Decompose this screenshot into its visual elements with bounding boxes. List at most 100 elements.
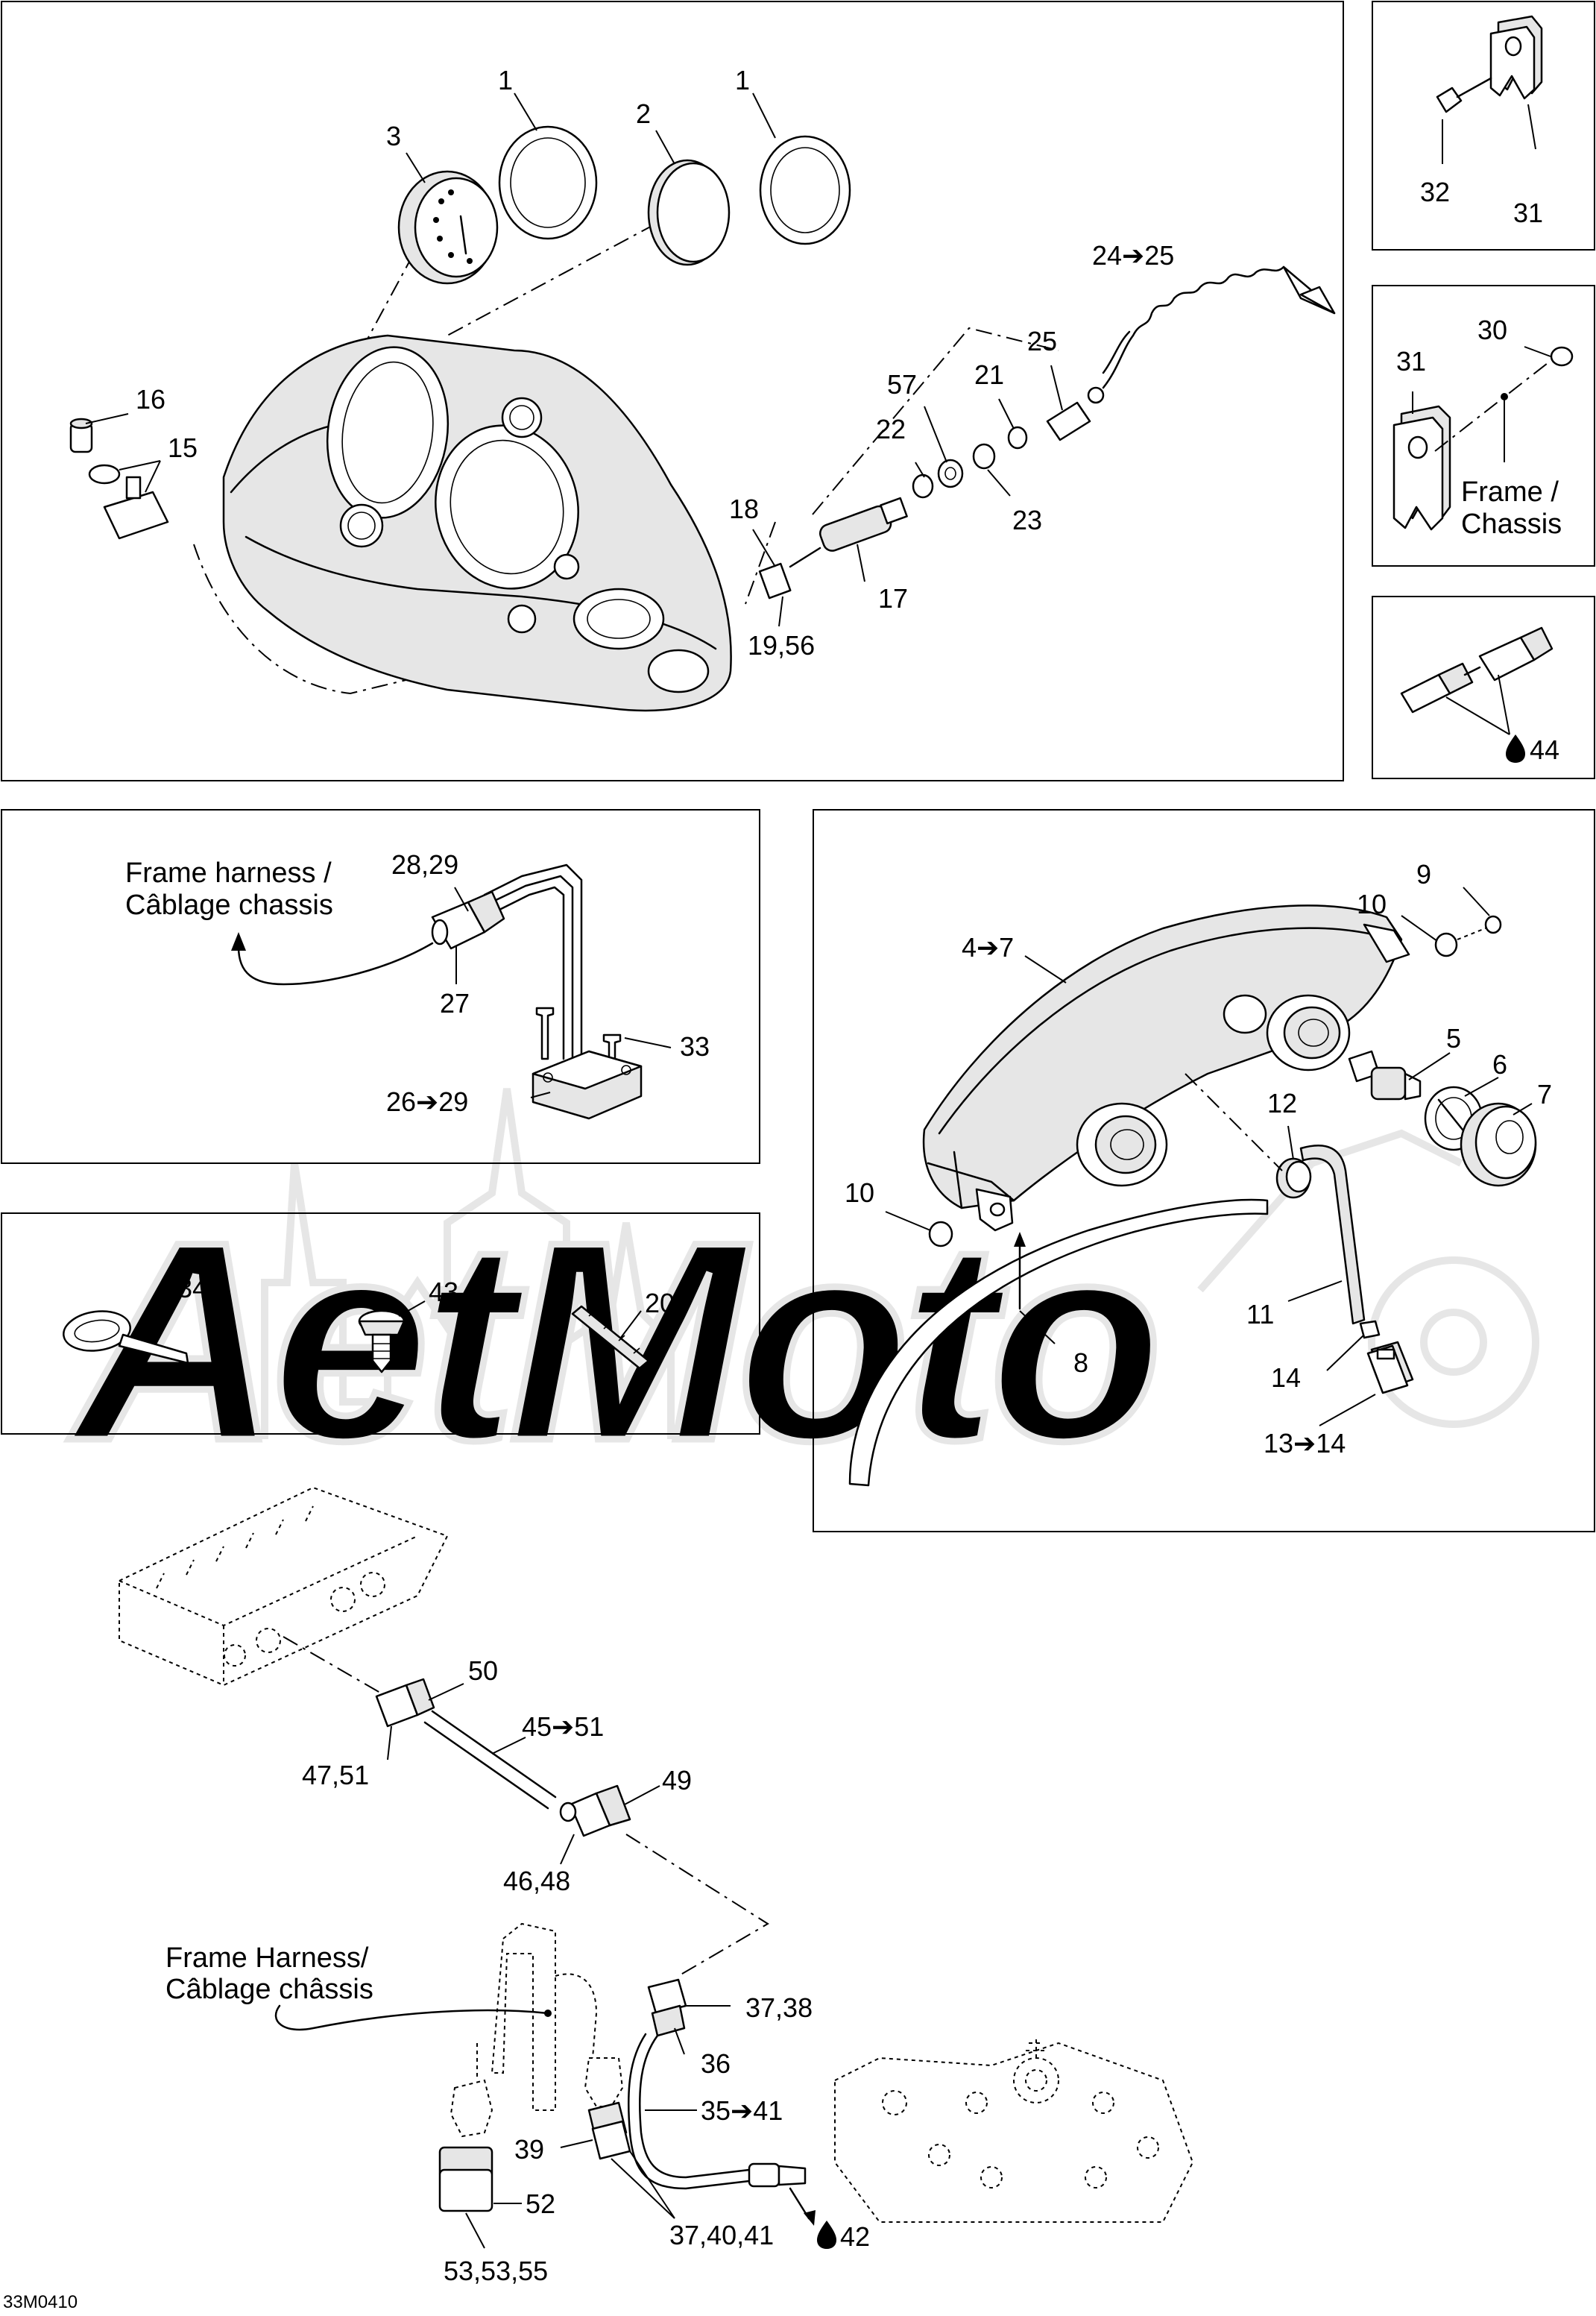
label-45-51: 45➔51 <box>522 1711 604 1742</box>
panel-mount-frame <box>1372 285 1595 567</box>
bracket-31-frame <box>1392 405 1451 531</box>
engine-block <box>834 2042 1194 2223</box>
washer-22 <box>912 473 934 499</box>
connector-13 <box>1366 1341 1414 1394</box>
label-9: 9 <box>1416 859 1431 890</box>
label-17: 17 <box>878 583 908 614</box>
tether-cord <box>1102 265 1336 389</box>
bulb-5 <box>1348 1050 1422 1101</box>
label-4-7: 4➔7 <box>962 932 1014 963</box>
label-47-51: 47,51 <box>302 1760 369 1790</box>
washer-30 <box>1550 346 1574 367</box>
sensor-harness-assembly <box>119 1486 1194 2226</box>
sensor-harness-labels: Frame Harness/ Câblage châssis 50 45➔51 … <box>165 1655 870 2286</box>
label-1a: 1 <box>498 65 513 95</box>
label-26-29: 26➔29 <box>386 1086 468 1117</box>
label-44: 44 <box>1530 734 1559 765</box>
label-10-top: 10 <box>1357 889 1387 919</box>
label-36: 36 <box>701 2048 731 2079</box>
label-2: 2 <box>636 98 651 129</box>
connector-50 <box>375 1678 435 1728</box>
label-53-53-55: 53,53,55 <box>444 2256 548 2286</box>
connector-39 <box>587 2101 631 2160</box>
label-32: 32 <box>1420 177 1450 207</box>
sensor-harness-leaders <box>387 1683 731 2249</box>
frame-caption-line1: Frame / <box>1461 476 1559 508</box>
panel-connector-grease <box>1372 596 1595 779</box>
panel-mount-top <box>1372 1 1595 251</box>
regulator-caption-line2: Câblage chassis <box>125 890 333 921</box>
label-1b: 1 <box>735 65 750 95</box>
figure-code: 33M0410 <box>3 2292 78 2312</box>
harness-caption-line1: Frame Harness/ <box>165 1942 369 1974</box>
headlamp-assembly <box>848 904 1537 1487</box>
label-5: 5 <box>1446 1023 1461 1054</box>
label-22: 22 <box>876 414 906 444</box>
ring-21 <box>1007 426 1028 450</box>
washer-57 <box>937 459 964 488</box>
label-57: 57 <box>887 369 917 400</box>
label-10-bottom: 10 <box>845 1177 874 1208</box>
label-16: 16 <box>136 384 165 415</box>
label-20: 20 <box>645 1288 675 1318</box>
trim-strip-8 <box>848 1198 1269 1487</box>
cap-16 <box>69 418 93 453</box>
headlamp-leaders <box>885 887 1533 1426</box>
label-12: 12 <box>1267 1088 1297 1118</box>
label-43: 43 <box>429 1277 458 1307</box>
label-49: 49 <box>662 1765 692 1796</box>
grommet-10-bottom <box>928 1221 953 1247</box>
label-15: 15 <box>168 432 198 463</box>
speedometer-gauge <box>397 170 499 285</box>
panel-small-parts <box>1 1212 760 1435</box>
label-33: 33 <box>680 1031 710 1062</box>
pin-20 <box>571 1305 650 1370</box>
label-19-56: 19,56 <box>748 630 815 661</box>
regulator-caption-line1: Frame harness / <box>125 858 332 889</box>
label-31-top: 31 <box>1513 198 1543 228</box>
bracket-31-top <box>1436 15 1543 113</box>
label-34: 34 <box>177 1273 207 1303</box>
label-24-25: 24➔25 <box>1092 240 1174 271</box>
label-18: 18 <box>729 494 759 524</box>
label-52: 52 <box>526 2188 555 2219</box>
headlamp-labels: 9 10 4➔7 5 6 7 12 10 11 8 14 13➔14 <box>845 859 1552 1458</box>
panel-gauge-pod <box>1 1 1344 781</box>
label-25: 25 <box>1027 326 1057 356</box>
label-11: 11 <box>1246 1299 1274 1330</box>
connector-52 <box>438 2146 493 2212</box>
label-42: 42 <box>840 2221 870 2252</box>
fitting-14 <box>1359 1320 1381 1339</box>
regulator-assembly <box>231 863 643 1120</box>
connector-49 <box>559 1784 631 1837</box>
label-39: 39 <box>514 2134 544 2165</box>
hose-11 <box>1299 1145 1366 1325</box>
ignition-switch <box>758 497 908 600</box>
label-23: 23 <box>1012 505 1042 535</box>
push-rivet-43 <box>358 1309 406 1373</box>
screw-33a <box>535 1007 555 1060</box>
connector-37 <box>647 1978 687 2037</box>
sensor-42 <box>748 2162 807 2188</box>
label-21: 21 <box>974 359 1004 390</box>
label-6: 6 <box>1492 1049 1507 1080</box>
control-module <box>119 1486 449 1687</box>
connector-pair <box>1400 626 1554 714</box>
label-31-frame: 31 <box>1396 346 1426 377</box>
label-8: 8 <box>1073 1347 1088 1378</box>
label-14: 14 <box>1271 1362 1301 1393</box>
gauge-pod-assembly <box>69 125 1336 712</box>
label-7: 7 <box>1537 1079 1552 1110</box>
gauge-pod-labels: 1 1 2 3 16 15 18 19,56 17 57 22 21 23 25… <box>136 65 1174 661</box>
label-50: 50 <box>468 1655 498 1686</box>
label-46-48: 46,48 <box>503 1866 570 1896</box>
label-13-14: 13➔14 <box>1264 1428 1346 1458</box>
panel-regulator <box>1 809 760 1164</box>
grommet-10-top <box>1434 932 1458 957</box>
label-37-38: 37,38 <box>745 1992 813 2023</box>
label-28-29: 28,29 <box>391 849 458 880</box>
bezel-ring-right <box>759 135 851 245</box>
harness-caption-line2: Câblage châssis <box>165 1974 373 2005</box>
label-27: 27 <box>440 988 470 1019</box>
